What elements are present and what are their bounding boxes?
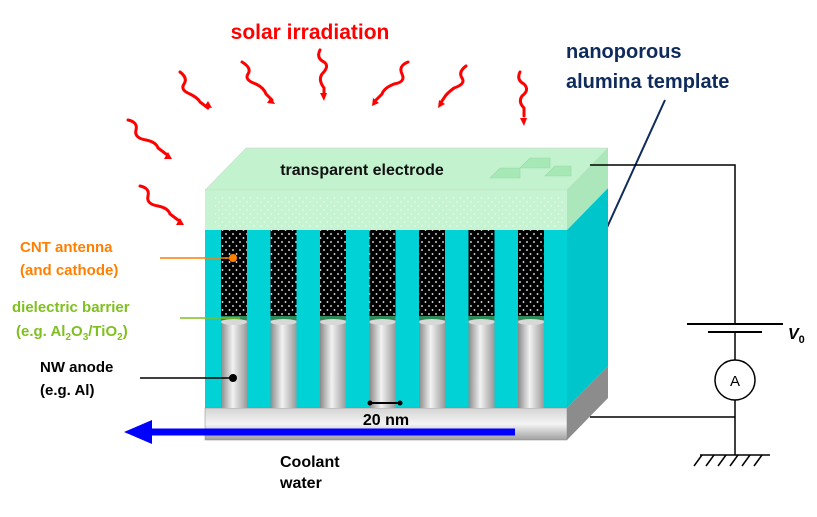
nw-label-line1: NW anode	[40, 359, 113, 376]
nanowire-cap	[270, 319, 297, 325]
cnt-antenna	[518, 230, 544, 316]
nanowire-anode	[518, 320, 544, 408]
coolant-label-line1: Coolant	[280, 454, 340, 471]
dielectric-barrier	[419, 316, 445, 320]
cnt-label-line2: (and cathode)	[20, 262, 118, 279]
solar-rays	[126, 48, 529, 225]
nanowire-cap	[369, 319, 396, 325]
dielectric-barrier	[320, 316, 346, 320]
nanowire-anode	[419, 320, 445, 408]
nanowire-anode	[221, 320, 247, 408]
dielectric-label-line2: (e.g. Al2O3/TiO2)	[16, 323, 128, 343]
dielectric-barrier	[518, 316, 544, 320]
nanowire-cap	[419, 319, 445, 325]
nanowire-anode	[369, 320, 396, 408]
solar-ray	[126, 118, 172, 159]
ammeter-label: A	[730, 373, 740, 390]
solar-ray	[438, 64, 468, 108]
template-side-face	[567, 188, 608, 408]
cnt-pointer-dot	[229, 254, 237, 262]
cnt-antenna	[320, 230, 346, 316]
electrode-ridges	[489, 157, 572, 179]
solar-ray	[317, 48, 329, 101]
electrode-dots-overlay	[215, 195, 565, 229]
template-label-line2: alumina template	[566, 71, 729, 93]
cnt-label-line1: CNT antenna	[20, 239, 113, 256]
external-circuit	[590, 164, 736, 455]
electrode-label: transparent electrode	[280, 162, 444, 179]
ground-symbol	[693, 454, 770, 467]
scale-bar	[367, 400, 403, 406]
cnt-antenna	[270, 230, 297, 316]
nanowire-anode	[468, 320, 495, 408]
scale-label: 20 nm	[363, 412, 409, 429]
template-label-line1: nanoporous	[566, 41, 682, 63]
solar-ray	[178, 70, 212, 110]
cnt-antenna	[419, 230, 445, 316]
ammeter	[714, 359, 756, 401]
voltage-label: V0	[788, 326, 805, 346]
nanowire-cap	[320, 319, 346, 325]
solar-ray	[240, 60, 275, 104]
nanowire-anode	[320, 320, 346, 408]
nanowire-array	[221, 230, 544, 408]
solar-ray	[138, 184, 184, 225]
dielectric-barrier	[468, 316, 495, 320]
nanowire-cap	[221, 319, 247, 325]
nanowire-anode	[270, 320, 297, 408]
cnt-antenna	[468, 230, 495, 316]
electrode-side-face	[567, 148, 608, 230]
base-side-face	[567, 366, 608, 440]
nw-label-line2: (e.g. Al)	[40, 382, 94, 399]
nw-pointer-dot	[229, 374, 237, 382]
solar-ray	[517, 70, 529, 126]
coolant-arrow	[124, 420, 515, 444]
solar-irradiation-label: solar irradiation	[231, 21, 390, 44]
cnt-antenna	[369, 230, 396, 316]
dielectric-barrier	[270, 316, 297, 320]
coolant-label-line2: water	[279, 475, 322, 492]
nanowire-cap	[468, 319, 495, 325]
nanowire-cap	[518, 319, 544, 325]
cnt-antenna	[221, 230, 247, 316]
dielectric-label-line1: dielectric barrier	[12, 299, 130, 316]
solar-ray	[372, 60, 410, 106]
dielectric-barrier	[369, 316, 396, 320]
